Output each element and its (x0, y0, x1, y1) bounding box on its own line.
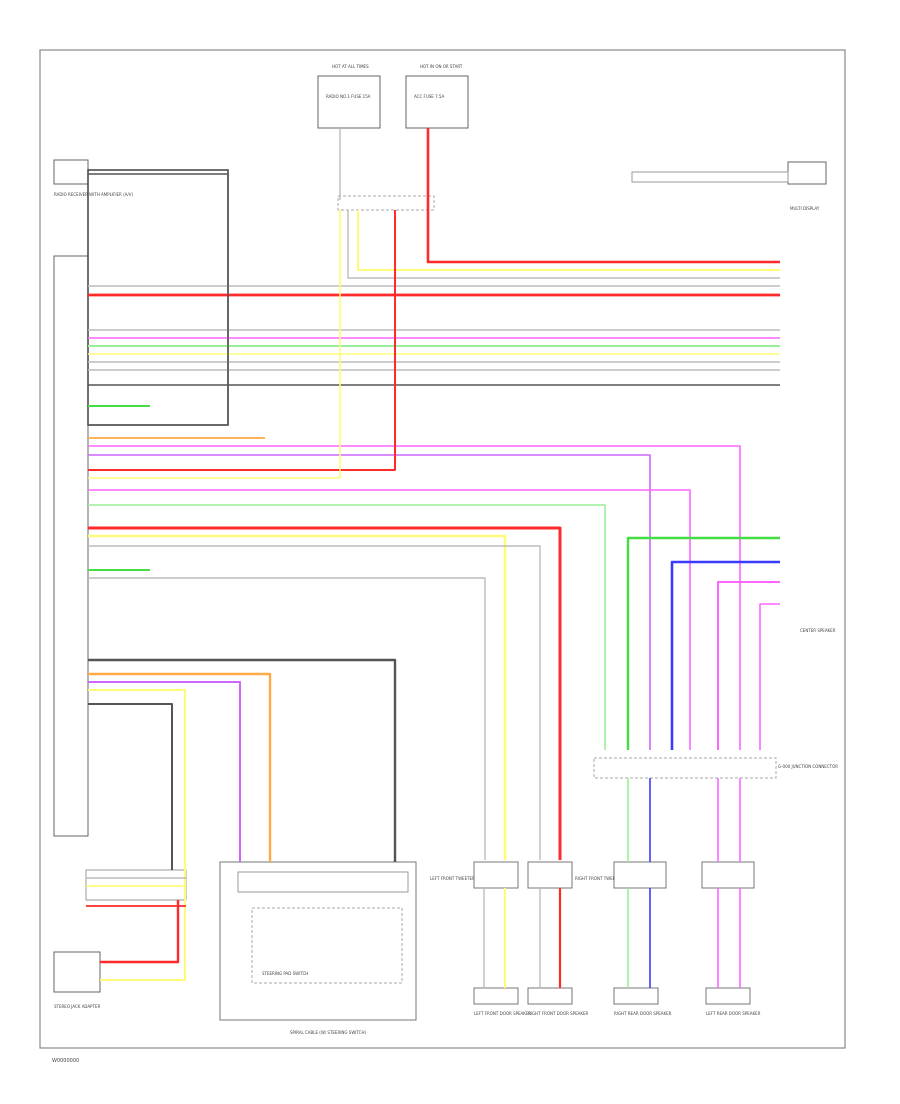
tweeter-right: RIGHT FRONT TWEETER (527, 861, 623, 889)
fuse-right-label: ACC FUSE 7.5A (414, 94, 444, 99)
wire-sw-dgray-2 (88, 703, 173, 870)
fuse-box-left: RADIO NO.1 FUSE 15A HOT AT ALL TIMES (317, 64, 381, 129)
radio-receiver-label: RADIO RECEIVER WITH AMPLIFIER (A/V) (54, 192, 133, 197)
tweeter-left-label: LEFT FRONT TWEETER (430, 876, 475, 881)
speaker-lr-box (701, 861, 755, 889)
wire-cs-green (626, 536, 780, 750)
multi-display: MULTI DISPLAY (631, 161, 827, 211)
wires-layer (86, 128, 780, 988)
wire-jack-red (100, 900, 180, 964)
wire-top-lgray (347, 210, 780, 279)
speaker-lf: LEFT FRONT DOOR SPEAKER (473, 987, 531, 1016)
multi-display-label: MULTI DISPLAY (790, 206, 820, 211)
speaker-rr: RIGHT REAR DOOR SPEAKER (613, 987, 672, 1016)
wire-out-yellow-up (88, 210, 341, 479)
wire-cs-pink (717, 581, 780, 750)
spiral-cable-label: SPIRAL CABLE (W/ STEERING SWITCH) (290, 1030, 366, 1035)
stereo-jack-label: STEREO JACK ADAPTER (54, 1004, 101, 1009)
hot-label-right: HOT IN ON OR START (420, 64, 463, 69)
wire-out-blue (88, 454, 651, 750)
fuse-box-right: ACC FUSE 7.5A HOT IN ON OR START (405, 64, 469, 129)
wire-cs-blue (670, 560, 780, 750)
speaker-lf-label: LEFT FRONT DOOR SPEAKER (474, 1011, 531, 1016)
radio-receiver: RADIO RECEIVER WITH AMPLIFIER (A/V) (53, 159, 229, 837)
top-junction (337, 195, 435, 211)
tweeter-left: LEFT FRONT TWEETER (430, 861, 519, 889)
speaker-rf-label: RIGHT FRONT DOOR SPEAKER (528, 1011, 589, 1016)
diagram-frame (39, 49, 846, 1049)
speaker-rf: RIGHT FRONT DOOR SPEAKER (527, 987, 589, 1016)
wire-sw-violet (88, 681, 241, 862)
ground-junction (593, 757, 777, 779)
hot-label-left: HOT AT ALL TIMES (332, 64, 369, 69)
wire-sw-orange (88, 672, 272, 862)
center-speaker: CENTER SPEAKER (800, 628, 836, 633)
ground-junction-label: G-000 JUNCTION CONNECTOR (778, 764, 838, 769)
wire-out-red-2 (88, 526, 562, 860)
speaker-lr-label: LEFT REAR DOOR SPEAKER (706, 1011, 761, 1016)
fuse-left-label: RADIO NO.1 FUSE 15A (326, 94, 371, 99)
wire-out-lgreen (88, 504, 606, 750)
stereo-jack: STEREO JACK ADAPTER (53, 869, 187, 1009)
wire-radio-feed (88, 173, 229, 426)
footer-code: W0000000 (52, 1058, 79, 1064)
wire-out-yellow-2 (88, 534, 507, 860)
steering-pad-switch: STEERING PAD SWITCH SPIRAL CABLE (W/ STE… (219, 861, 417, 1035)
speaker-lr: LEFT REAR DOOR SPEAKER (705, 987, 761, 1016)
wire-out-pink (88, 445, 741, 750)
wire-out-gray-2 (88, 545, 541, 860)
tweeter-right-label: RIGHT FRONT TWEETER (575, 876, 623, 881)
wire-sw-yellow (88, 689, 186, 981)
wire-sw-dgray (88, 658, 397, 862)
wire-out-red-up (88, 210, 396, 471)
wire-fuse-right-red (426, 128, 780, 264)
wire-cs-pink-2 (759, 603, 780, 750)
steering-switch-label: STEERING PAD SWITCH (262, 971, 308, 976)
speaker-rf-box (613, 861, 667, 889)
speaker-rr-label: RIGHT REAR DOOR SPEAKER (614, 1011, 672, 1016)
wire-out-pink-2 (88, 489, 691, 750)
wire-out-gray-3 (88, 577, 486, 860)
wire-top-yellow (357, 210, 780, 271)
center-speaker-label: CENTER SPEAKER (800, 628, 836, 633)
